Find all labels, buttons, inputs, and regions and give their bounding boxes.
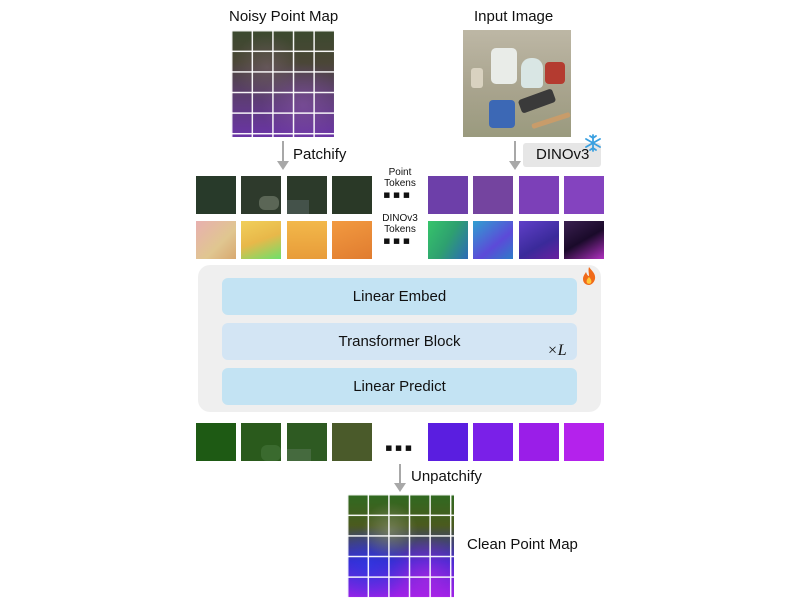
point-token-3 (287, 176, 327, 214)
input-image-title: Input Image (474, 8, 554, 25)
clean-point-map-image (347, 494, 454, 598)
output-token-2 (241, 423, 281, 461)
patchify-label: Patchify (293, 146, 347, 163)
dinov3-tokens-label: DINOv3 Tokens (382, 213, 418, 235)
snowflake-icon (585, 134, 601, 152)
dinov3-arrow-head (509, 161, 521, 170)
repeat-times-l-label: ×L (547, 342, 567, 359)
point-token-8 (564, 176, 604, 214)
linear-embed-block: Linear Embed (222, 278, 577, 315)
output-token-8 (564, 423, 604, 461)
linear-predict-label: Linear Predict (353, 378, 446, 395)
dinov3-encoder-box (523, 143, 601, 167)
output-token-6 (473, 423, 513, 461)
dinov3-token-1 (196, 221, 236, 259)
linear-predict-block: Linear Predict (222, 368, 577, 405)
output-token-7 (519, 423, 559, 461)
point-token-4 (332, 176, 372, 214)
dinov3-label: DINOv3 (536, 146, 590, 163)
output-tokens-ellipsis: ▪▪▪ (385, 435, 415, 460)
output-token-3 (287, 423, 327, 461)
unpatchify-arrow-head (394, 483, 406, 492)
noisy-point-map-title: Noisy Point Map (229, 8, 339, 25)
point-tokens-label: Point Tokens (384, 167, 416, 189)
clean-point-map-title: Clean Point Map (467, 536, 578, 553)
dinov3-token-6 (473, 221, 513, 259)
dinov3-token-7 (519, 221, 559, 259)
output-token-1 (196, 423, 236, 461)
point-token-5 (428, 176, 468, 214)
dinov3-token-5 (428, 221, 468, 259)
patchify-arrow-head (277, 161, 289, 170)
noisy-point-map-image (231, 30, 334, 137)
unpatchify-arrow (399, 464, 401, 484)
output-token-4 (332, 423, 372, 461)
point-token-2 (241, 176, 281, 214)
dinov3-token-3 (287, 221, 327, 259)
input-image (463, 30, 571, 137)
transformer-block: Transformer Block (222, 323, 577, 360)
point-token-7 (519, 176, 559, 214)
point-tokens-ellipsis: ▪▪▪ (383, 182, 413, 207)
dinov3-arrow (514, 141, 516, 162)
transformer-block-label: Transformer Block (338, 333, 461, 350)
fire-icon (583, 267, 596, 285)
unpatchify-label: Unpatchify (411, 468, 482, 485)
linear-embed-label: Linear Embed (352, 288, 447, 305)
output-token-5 (428, 423, 468, 461)
dinov3-token-4 (332, 221, 372, 259)
patchify-arrow (282, 141, 284, 162)
point-token-6 (473, 176, 513, 214)
point-token-1 (196, 176, 236, 214)
dinov3-token-2 (241, 221, 281, 259)
dinov3-tokens-ellipsis: ▪▪▪ (383, 228, 413, 253)
dinov3-token-8 (564, 221, 604, 259)
